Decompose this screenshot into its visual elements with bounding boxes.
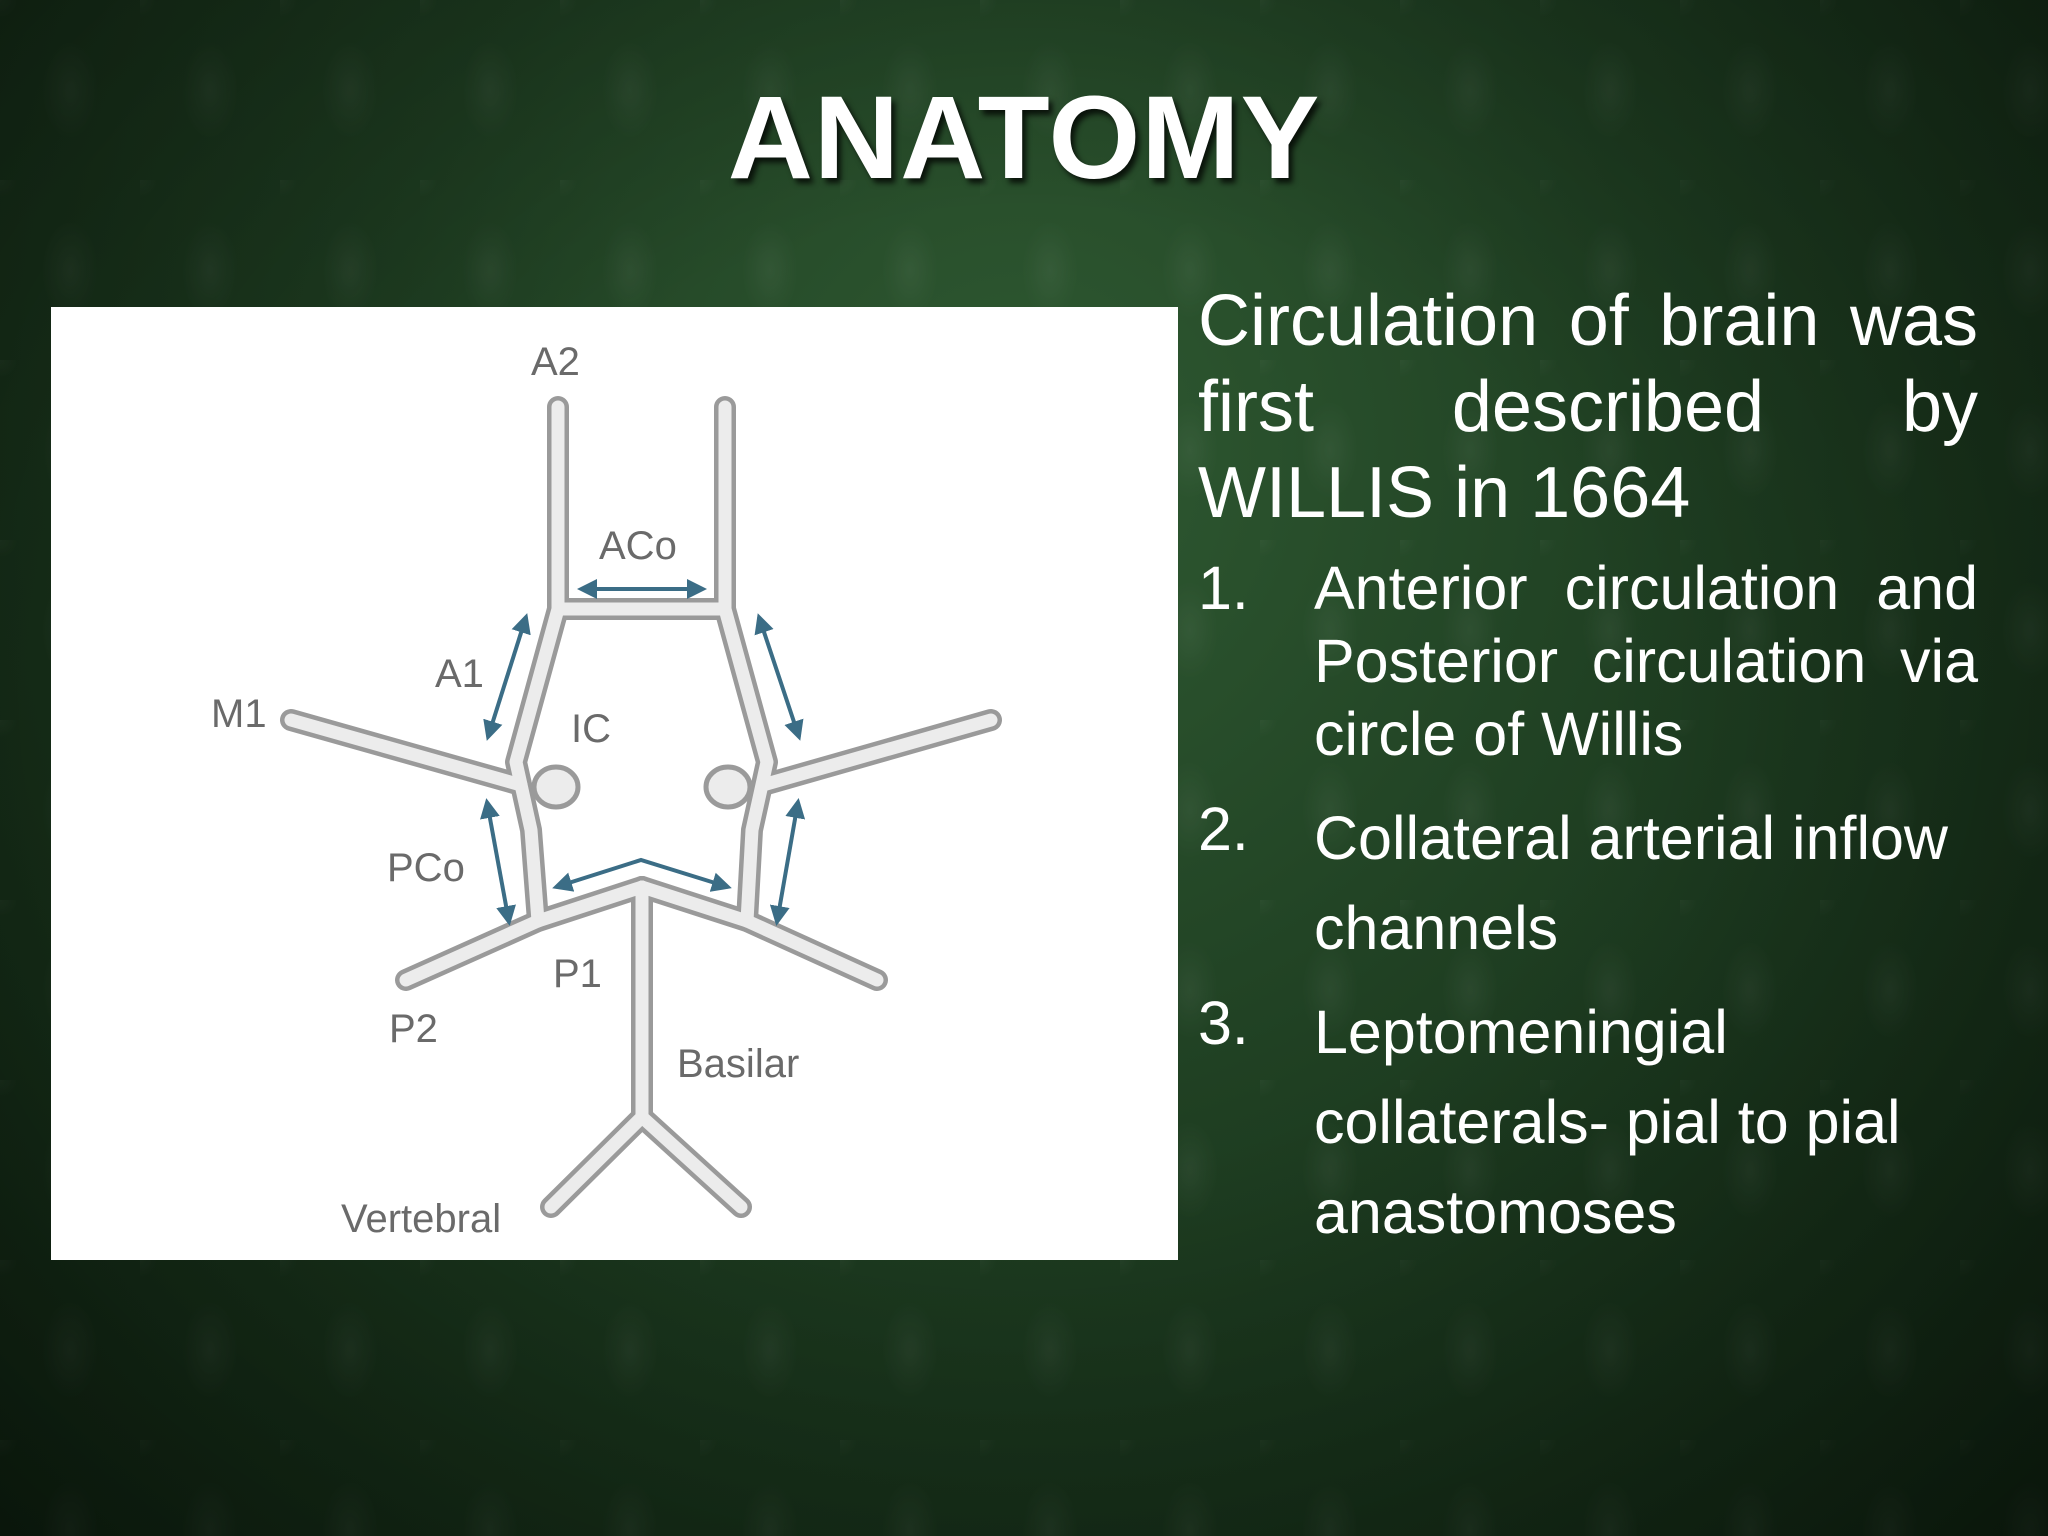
list-number: 3. <box>1198 989 1249 1057</box>
slide-text-block: Circulation of brain was first described… <box>1198 278 1978 1257</box>
list-text: Collateral arterial inflow channels <box>1314 804 1948 962</box>
list-item: 3. Leptomeningial collaterals- pial to p… <box>1198 987 1978 1257</box>
label-a2: A2 <box>531 340 580 384</box>
vessel-fills <box>284 400 998 1214</box>
internal-carotid-ends <box>531 764 753 810</box>
numbered-list: 1. Anterior circulation and Posterior ci… <box>1198 552 1978 1257</box>
label-a1: A1 <box>435 652 484 696</box>
slide-title: ANATOMY <box>727 72 1321 204</box>
list-text: Anterior circulation and Posterior circu… <box>1314 554 1978 768</box>
left-pco-arrow <box>480 798 516 926</box>
list-number: 2. <box>1198 795 1249 863</box>
label-pco: PCo <box>387 846 465 890</box>
label-aco: ACo <box>599 524 677 568</box>
right-ic-end <box>703 764 753 810</box>
list-text: Leptomeningial collaterals- pial to pial… <box>1314 998 1901 1246</box>
list-number: 1. <box>1198 554 1249 622</box>
circle-of-willis-diagram: A2 ACo A1 M1 IC PCo P1 P2 Basilar Verteb… <box>51 307 1178 1260</box>
label-ic: IC <box>571 707 611 751</box>
intro-paragraph: Circulation of brain was first described… <box>1198 281 1978 533</box>
label-p2: P2 <box>389 1007 438 1051</box>
label-m1: M1 <box>211 692 267 736</box>
left-ic-end <box>531 764 581 810</box>
diagram-labels: A2 ACo A1 M1 IC PCo P1 P2 Basilar Verteb… <box>211 340 799 1241</box>
right-pco-arrow <box>769 798 806 926</box>
p1-arrow <box>552 857 732 892</box>
diagram-canvas: A2 ACo A1 M1 IC PCo P1 P2 Basilar Verteb… <box>211 340 1002 1241</box>
flow-arrows <box>480 579 806 926</box>
label-basilar: Basilar <box>677 1042 799 1086</box>
list-item: 2. Collateral arterial inflow channels <box>1198 793 1978 973</box>
left-a1-arrow <box>483 613 531 741</box>
list-item: 1. Anterior circulation and Posterior ci… <box>1198 552 1978 771</box>
label-vertebral: Vertebral <box>341 1197 501 1241</box>
label-p1: P1 <box>553 952 602 996</box>
right-a1-arrow <box>754 613 804 741</box>
